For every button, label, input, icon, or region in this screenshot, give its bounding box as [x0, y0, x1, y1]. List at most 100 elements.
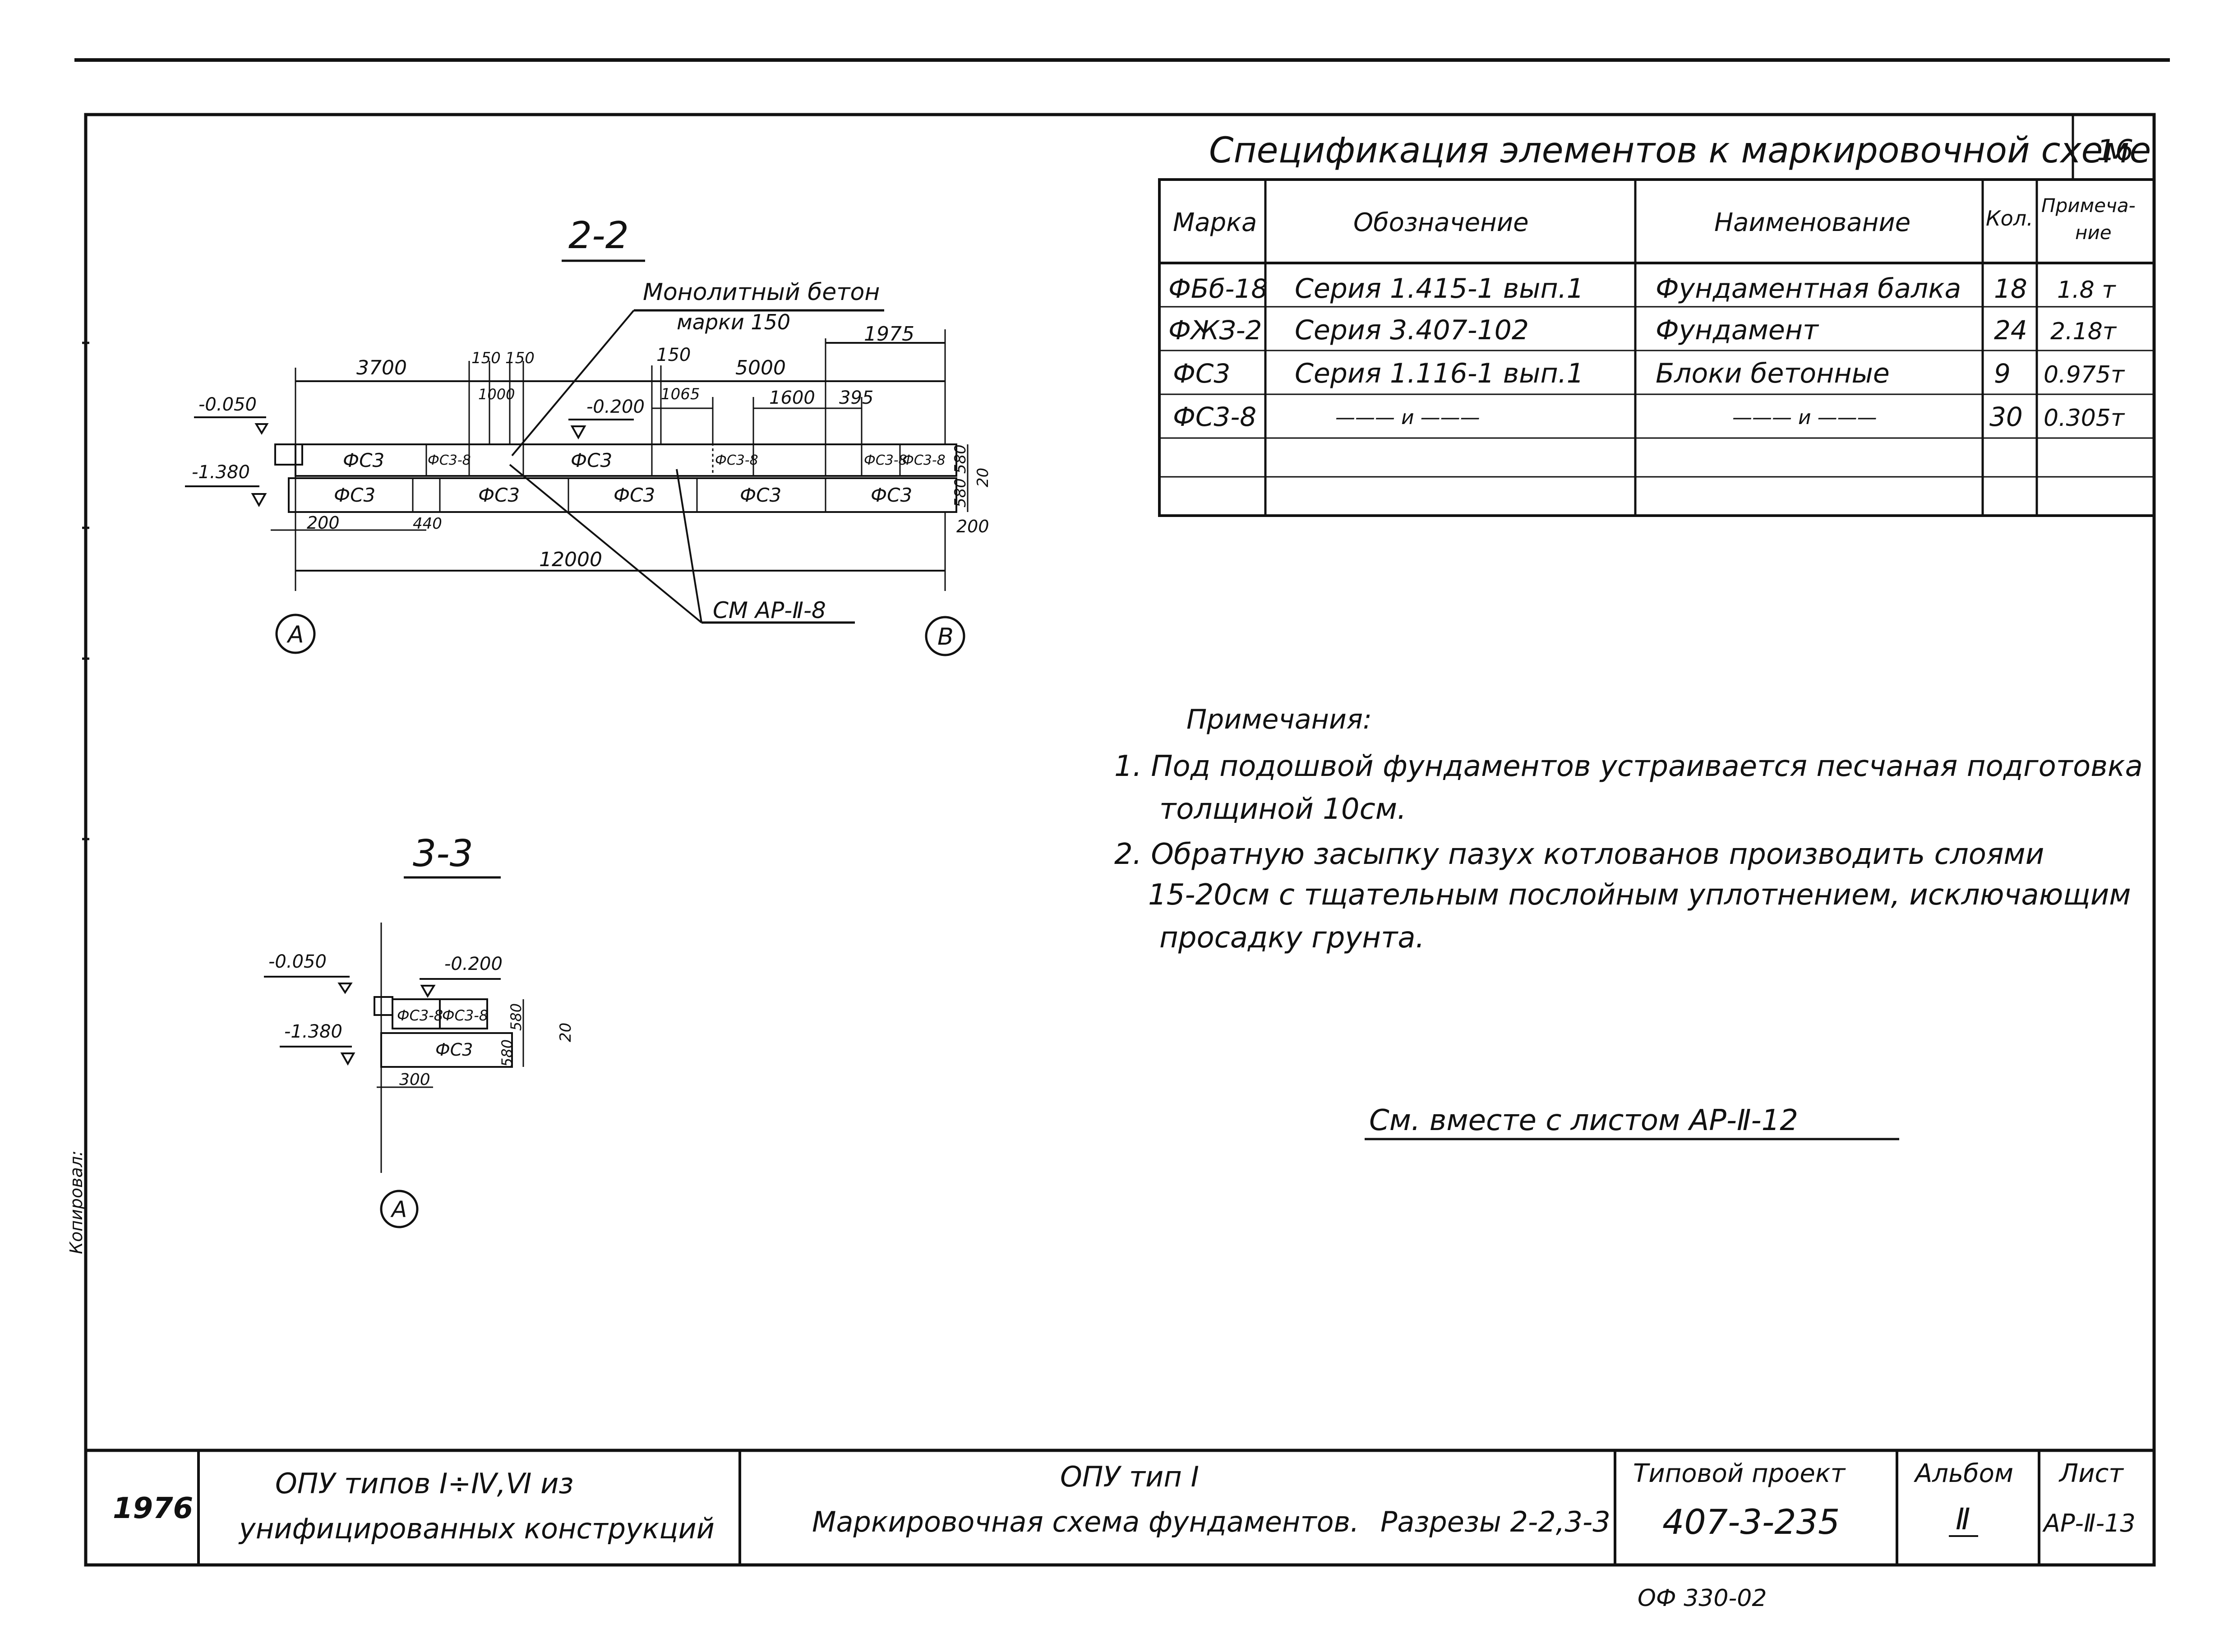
spec-header-designation: Обозначение — [1353, 208, 1529, 237]
spec-cell-note: 2.18т — [2050, 318, 2117, 345]
dim-150-a: 150 — [471, 349, 501, 367]
block-fs3-bottom-4: ФС3 — [740, 484, 781, 506]
spec-row-2: ФЖЗ-2 Серия 3.407-102 Фундамент 24 2.18т — [1168, 314, 2117, 346]
dim-3700: 3700 — [356, 356, 407, 379]
section-3-3: 3-3 -0.050 -0.200 -1.380 ФС3-8 ФС3-8 ФС3… — [264, 832, 575, 1228]
sheet-number: 16 — [2097, 134, 2133, 167]
dim-395: 395 — [839, 388, 873, 408]
spec-cell-designation: Серия 1.415-1 вып.1 — [1295, 273, 1584, 305]
spec-cell-designation: Серия 1.116-1 вып.1 — [1295, 358, 1584, 389]
spec-header-name: Наименование — [1714, 208, 1910, 237]
dim-580-b: 580 — [951, 478, 969, 508]
s33-block-fs3-8-1: ФС3-8 — [397, 1007, 443, 1024]
axis-a-bubble — [275, 614, 316, 654]
title-year: 1976 — [113, 1492, 193, 1525]
dim-150-b: 150 — [505, 349, 535, 367]
s33-dim-580-b: 580 — [498, 1039, 516, 1067]
s33-level-minus-1-380: -1.380 — [284, 1021, 342, 1042]
title-list-value: АР-Ⅱ-13 — [2042, 1509, 2136, 1537]
spec-table-grid — [1158, 178, 2155, 517]
section-2-2: 2-2 Монолитный бетон марки 150 3700 150 … — [185, 214, 992, 656]
notes-heading: Примечания: — [1186, 704, 1372, 735]
note-2-line-1: 2. Обратную засыпку пазух котлованов про… — [1114, 838, 2044, 871]
title-typ-label: Типовой проект — [1633, 1459, 1846, 1488]
spec-cell-name: Фундамент — [1656, 314, 1819, 346]
block-fs3-8-top-4: ФС3-8 — [715, 452, 758, 468]
dim-20: 20 — [974, 468, 992, 487]
title-album-value: Ⅱ — [1956, 1502, 1970, 1537]
concrete-callout-line1: Монолитный бетон — [643, 279, 880, 306]
concrete-callout-line2: марки 150 — [677, 310, 790, 334]
block-fs3-top-1: ФС3 — [343, 449, 384, 471]
spec-cell-designation: ——— и ——— — [1335, 406, 1480, 429]
spec-cell-mark: ФС3-8 — [1173, 401, 1256, 432]
spec-cell-note: 0.305т — [2044, 405, 2125, 432]
block-fs3-8-top-5: ФС3-8 — [864, 452, 907, 468]
dim-440: 440 — [413, 515, 442, 533]
s33-axis-a-bubble — [380, 1190, 419, 1228]
see-also-note: См. вместе с листом АР-Ⅱ-12 — [1369, 1104, 1798, 1137]
block-fs3-bottom-1: ФС3 — [334, 484, 375, 506]
s33-axis-a-label: А — [390, 1196, 407, 1223]
dim-12000: 12000 — [539, 548, 602, 571]
s33-dim-20: 20 — [557, 1023, 575, 1042]
block-fs3-8-top-2: ФС3-8 — [428, 452, 471, 468]
spec-cell-qty: 9 — [1994, 358, 2011, 389]
notes-block: Примечания: 1. Под подошвой фундаментов … — [1114, 704, 2143, 955]
block-fs3-top-3: ФС3 — [571, 449, 612, 471]
title-project-line2: унифицированных конструкций — [238, 1512, 715, 1545]
block-fs3-8-top-6: ФС3-8 — [902, 452, 946, 468]
dim-1065: 1065 — [661, 385, 700, 403]
margin-ticks — [82, 341, 89, 840]
spec-row-3: ФС3 Серия 1.116-1 вып.1 Блоки бетонные 9… — [1173, 358, 2125, 389]
title-project-line1: ОПУ типов Ⅰ÷Ⅳ,Ⅵ из — [275, 1467, 573, 1500]
axis-b-bubble — [925, 616, 965, 656]
section-2-2-title: 2-2 — [568, 214, 629, 257]
note-2-line-3: просадку грунта. — [1159, 921, 1425, 955]
s33-dim-580-a: 580 — [508, 1003, 525, 1031]
spec-cell-designation: Серия 3.407-102 — [1295, 314, 1529, 346]
spec-header-note-2: ние — [2075, 221, 2112, 244]
spec-row-4: ФС3-8 ——— и ——— ——— и ——— 30 0.305т — [1173, 401, 2125, 432]
spec-row-1: ФБб-18 Серия 1.415-1 вып.1 Фундаментная … — [1168, 273, 2116, 305]
dim-1000: 1000 — [478, 386, 515, 403]
section-3-3-title: 3-3 — [413, 832, 473, 875]
dim-1975: 1975 — [864, 323, 914, 346]
dim-150-c: 150 — [656, 345, 691, 365]
title-typ-value: 407-3-235 — [1662, 1502, 1840, 1542]
bottom-archive-code: ОФ 330-02 — [1638, 1585, 1767, 1612]
note-1-line-1: 1. Под подошвой фундаментов устраивается… — [1114, 750, 2143, 783]
dim-200-b: 200 — [956, 517, 989, 536]
side-stamp-text: Копировал: — [66, 1150, 86, 1254]
dim-1600: 1600 — [769, 388, 815, 408]
spec-cell-name: ——— и ——— — [1732, 406, 1877, 429]
note-2-line-2: 15-20см с тщательным послойным уплотнени… — [1148, 878, 2131, 912]
spec-cell-mark: ФС3 — [1173, 358, 1230, 389]
block-fs3-bottom-2: ФС3 — [478, 484, 520, 506]
spec-title: Спецификация элементов к маркировочной с… — [1209, 130, 2151, 171]
dim-200-a: 200 — [307, 513, 340, 533]
spec-header-qty: Кол. — [1986, 206, 2033, 231]
ref-ar-ii-8: СМ АР-Ⅱ-8 — [713, 597, 826, 623]
spec-cell-name: Фундаментная балка — [1656, 273, 1961, 305]
axis-a-label: А — [286, 621, 304, 648]
title-sheet-line2: Маркировочная схема фундаментов. — [812, 1505, 1359, 1538]
note-1-line-2: толщиной 10см. — [1159, 793, 1406, 826]
dim-5000: 5000 — [735, 356, 786, 379]
s33-block-fs3-8-2: ФС3-8 — [442, 1007, 488, 1024]
block-fs3-bottom-3: ФС3 — [614, 484, 655, 506]
level-minus-0-200: -0.200 — [586, 397, 645, 417]
spec-cell-note: 0.975т — [2044, 361, 2125, 388]
title-album-label: Альбом — [1914, 1459, 2013, 1488]
s33-dim-300: 300 — [399, 1071, 430, 1089]
spec-cell-qty: 18 — [1994, 273, 2027, 304]
title-sheet-line3: Разрезы 2-2,3-3 — [1380, 1505, 1610, 1538]
spec-header-mark: Марка — [1173, 208, 1257, 237]
block-fs3-bottom-5: ФС3 — [871, 484, 912, 506]
spec-cell-name: Блоки бетонные — [1656, 358, 1890, 389]
s33-block-fs3: ФС3 — [435, 1040, 473, 1060]
title-block: 1976 ОПУ типов Ⅰ÷Ⅳ,Ⅵ из унифицированных … — [86, 1449, 2154, 1565]
spec-header-note-1: Примеча- — [2041, 194, 2136, 217]
spec-cell-qty: 24 — [1994, 315, 2027, 346]
